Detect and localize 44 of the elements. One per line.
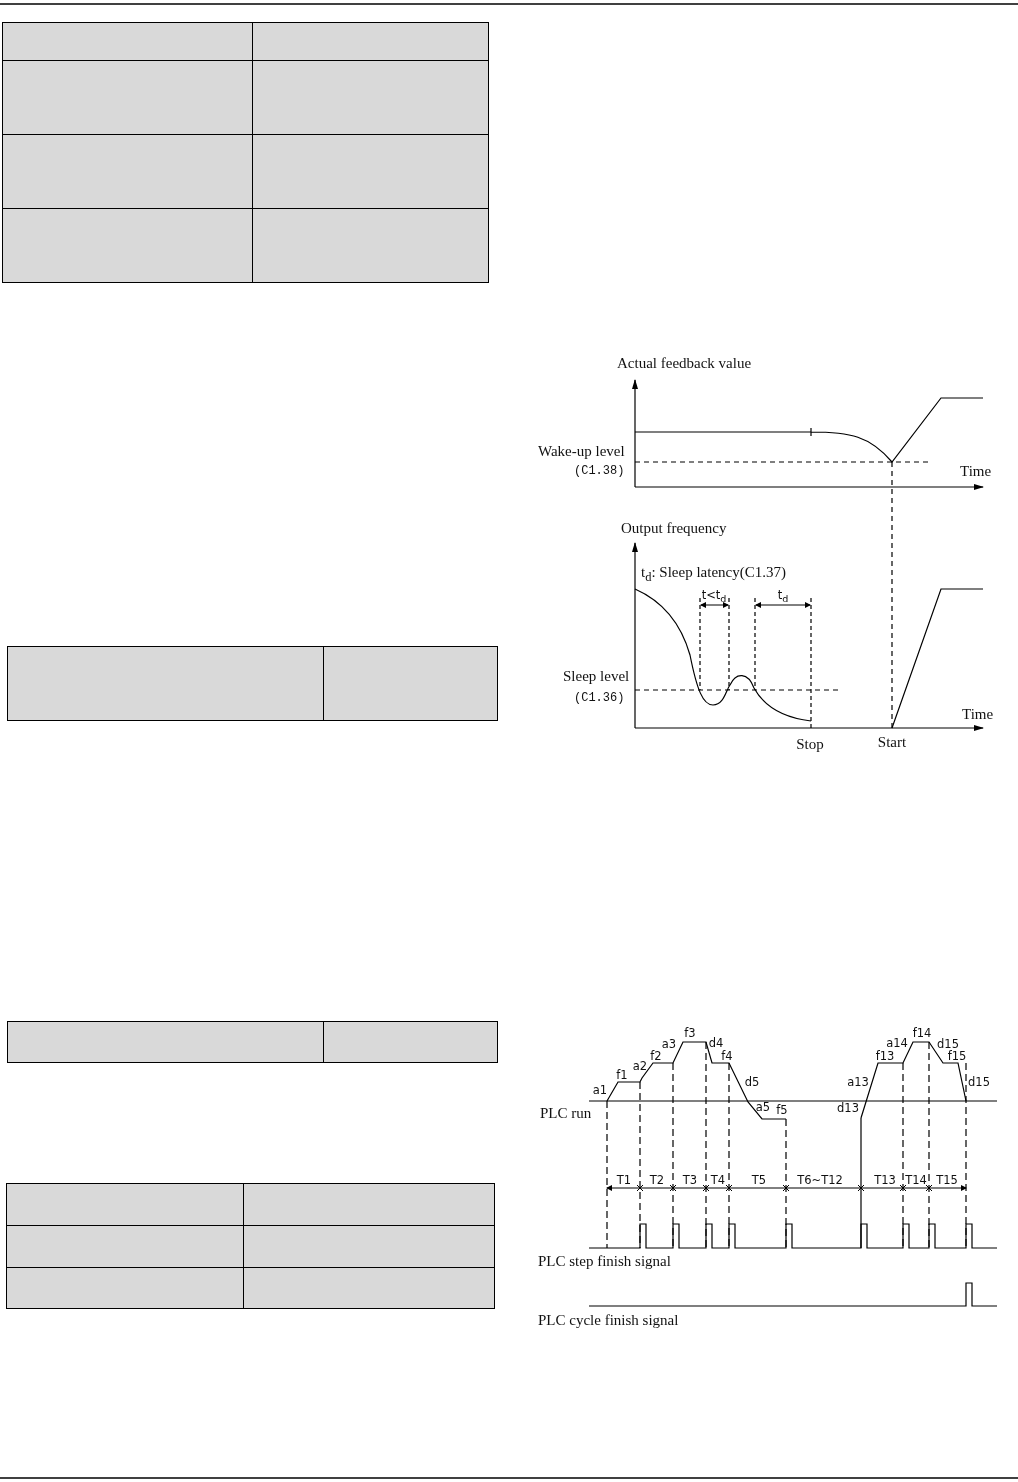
interval-label: T2 bbox=[649, 1175, 665, 1187]
step-label: d15 bbox=[968, 1077, 990, 1089]
step-label: a2 bbox=[632, 1061, 648, 1073]
interval-label: T14 bbox=[905, 1175, 927, 1187]
step-label: a5 bbox=[755, 1102, 771, 1114]
axis-label: Output frequency bbox=[621, 520, 727, 536]
axis-label: Actual feedback value bbox=[617, 355, 752, 371]
step-label: d13 bbox=[837, 1103, 859, 1115]
interval-label: T5 bbox=[751, 1175, 767, 1187]
interval-label: t$_{d}$ bbox=[777, 590, 789, 604]
parameter-code: (C1.38) bbox=[574, 465, 625, 477]
legend-text: t$_{d}$: Sleep latency(C1.37) bbox=[641, 564, 786, 584]
step-label: f4 bbox=[721, 1051, 733, 1063]
step-label: a3 bbox=[661, 1039, 677, 1051]
step-label: a14 bbox=[886, 1038, 908, 1050]
step-label: f15 bbox=[947, 1051, 967, 1063]
axis-label: Time bbox=[962, 706, 994, 722]
step-label: f5 bbox=[776, 1105, 788, 1117]
step-label: d4 bbox=[708, 1038, 724, 1050]
step-label: f3 bbox=[684, 1028, 696, 1040]
signal-label: PLC run bbox=[540, 1105, 592, 1121]
interval-label: T13 bbox=[874, 1175, 896, 1187]
level-label: Sleep level bbox=[563, 668, 630, 684]
step-label: f14 bbox=[912, 1028, 932, 1040]
interval-label: T4 bbox=[710, 1175, 726, 1187]
level-label: Wake-up level bbox=[538, 443, 625, 459]
step-label: d5 bbox=[744, 1077, 760, 1089]
interval-label: T1 bbox=[616, 1175, 632, 1187]
interval-label: T15 bbox=[936, 1175, 958, 1187]
step-label: f2 bbox=[650, 1051, 662, 1063]
interval-label: T6~T12 bbox=[797, 1175, 843, 1187]
event-label: Stop bbox=[796, 736, 824, 752]
event-label: Start bbox=[877, 734, 907, 750]
interval-label: t<t$_{d}$ bbox=[701, 590, 727, 604]
step-label: f1 bbox=[616, 1070, 628, 1082]
parameter-code: (C1.36) bbox=[574, 692, 625, 704]
step-label: d15 bbox=[937, 1039, 959, 1051]
axis-label: Time bbox=[960, 463, 992, 479]
step-label: a13 bbox=[847, 1077, 869, 1089]
step-label: f13 bbox=[875, 1051, 895, 1063]
signal-label: PLC step finish signal bbox=[538, 1253, 671, 1269]
interval-label: T3 bbox=[682, 1175, 698, 1187]
signal-label: PLC cycle finish signal bbox=[538, 1312, 679, 1328]
step-label: a1 bbox=[592, 1085, 608, 1097]
